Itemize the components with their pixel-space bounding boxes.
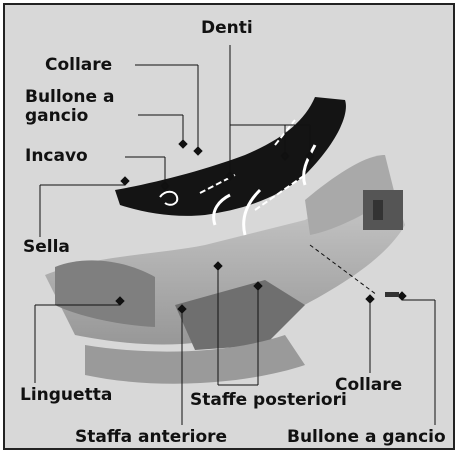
label-collare-top: Collare (45, 55, 112, 75)
diagram-frame: Denti Collare Bullone a gancio Incavo Se… (3, 3, 455, 450)
label-linguetta: Linguetta (20, 385, 112, 405)
label-bullone-top-line2: gancio (25, 106, 88, 126)
label-bullone-top-line1: Bullone a (25, 87, 114, 107)
label-sella: Sella (23, 237, 70, 257)
label-staffe-posteriori: Staffe posteriori (190, 390, 347, 410)
label-incavo: Incavo (25, 146, 88, 166)
label-staffa-anteriore: Staffa anteriore (75, 427, 227, 447)
label-collare-bottom: Collare (335, 375, 402, 395)
label-denti: Denti (201, 18, 253, 38)
label-bullone-bottom: Bullone a gancio (287, 427, 446, 447)
